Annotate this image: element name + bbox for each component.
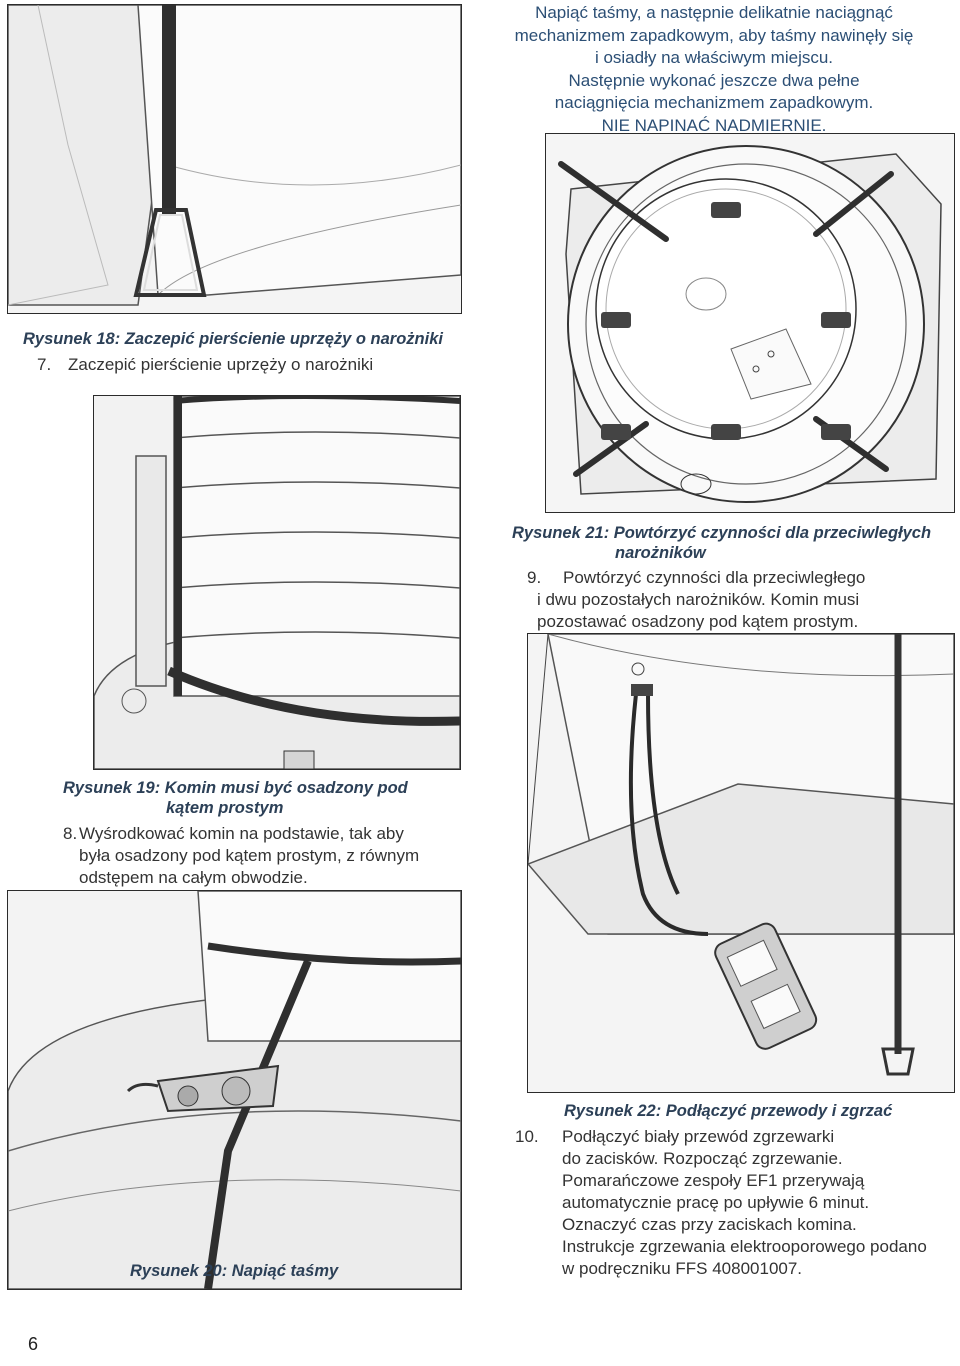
intro-note-warning: NIE NAPINAĆ NADMIERNIE.	[601, 115, 827, 135]
step-text: do zacisków. Rozpocząć zgrzewanie.	[562, 1149, 843, 1168]
figure-21-caption-line: Rysunek 21: Powtórzyć czynności dla prze…	[512, 524, 932, 542]
figure-21-caption: Rysunek 21: Powtórzyć czynności dla prze…	[512, 523, 952, 563]
step-8: 8. Wyśrodkować komin na podstawie, tak a…	[63, 823, 463, 889]
figure-19-illustration	[93, 395, 461, 770]
step-text: Pomarańczowe zespoły EF1 przerywają	[562, 1171, 865, 1190]
step-7: 7. Zaczepić pierścienie uprzęży o narożn…	[37, 354, 457, 376]
step-text: Wyśrodkować komin na podstawie, tak aby	[79, 824, 404, 843]
figure-20-caption: Rysunek 20: Napiąć taśmy	[130, 1262, 339, 1280]
step-text: pozostawać osadzony pod kątem prostym.	[537, 612, 859, 631]
step-9: 9. Powtórzyć czynności dla przeciwległeg…	[527, 567, 947, 633]
figure-20-illustration	[7, 890, 462, 1290]
step-text: Instrukcje zgrzewania elektrooporowego p…	[562, 1237, 927, 1256]
step-text: Zaczepić pierścienie uprzęży o narożniki	[68, 355, 374, 374]
step-number: 8.	[63, 824, 78, 843]
intro-note: Napiąć taśmy, a następnie delikatnie nac…	[478, 2, 950, 137]
step-text: Podłączyć biały przewód zgrzewarki	[562, 1127, 835, 1146]
figure-18-illustration	[7, 4, 462, 314]
step-text: Powtórzyć czynności dla przeciwległego	[563, 568, 866, 587]
figure-18-caption: Rysunek 18: Zaczepić pierścienie uprzęży…	[23, 330, 443, 348]
page-number: 6	[28, 1334, 39, 1354]
step-number: 7.	[37, 355, 52, 374]
intro-note-line: i osiadły na właściwym miejscu.	[594, 48, 834, 67]
step-text: Oznaczyć czas przy zaciskach komina.	[562, 1215, 857, 1234]
step-number: 9.	[527, 568, 542, 587]
step-10: 10. Podłączyć biały przewód zgrzewarki d…	[515, 1126, 945, 1280]
figure-19-caption-line: Rysunek 19: Komin musi być osadzony pod	[63, 779, 408, 797]
intro-note-line: mechanizmem zapadkowym, aby taśmy nawinę…	[514, 25, 914, 45]
intro-note-line: naciągnięcia mechanizmem zapadkowym.	[554, 93, 874, 112]
step-number: 10.	[515, 1127, 539, 1146]
step-text: w podręczniku FFS 408001007.	[562, 1259, 803, 1278]
step-text: odstępem na całym obwodzie.	[79, 868, 308, 887]
step-text: była osadzony pod kątem prostym, z równy…	[79, 846, 420, 865]
intro-note-line: Następnie wykonać jeszcze dwa pełne	[568, 70, 860, 90]
figure-22-illustration	[527, 633, 955, 1093]
figure-21-illustration	[545, 133, 955, 513]
figure-19-caption: Rysunek 19: Komin musi być osadzony pod …	[63, 778, 453, 818]
figure-21-caption-line: narożników	[615, 544, 706, 562]
step-text: i dwu pozostałych narożników. Komin musi	[537, 590, 860, 609]
intro-note-line: Napiąć taśmy, a następnie delikatnie nac…	[535, 3, 893, 22]
step-text: automatycznie pracę po upływie 6 minut.	[562, 1193, 870, 1212]
figure-19-caption-line: kątem prostym	[166, 799, 284, 817]
figure-22-caption: Rysunek 22: Podłączyć przewody i zgrzać	[564, 1102, 893, 1120]
